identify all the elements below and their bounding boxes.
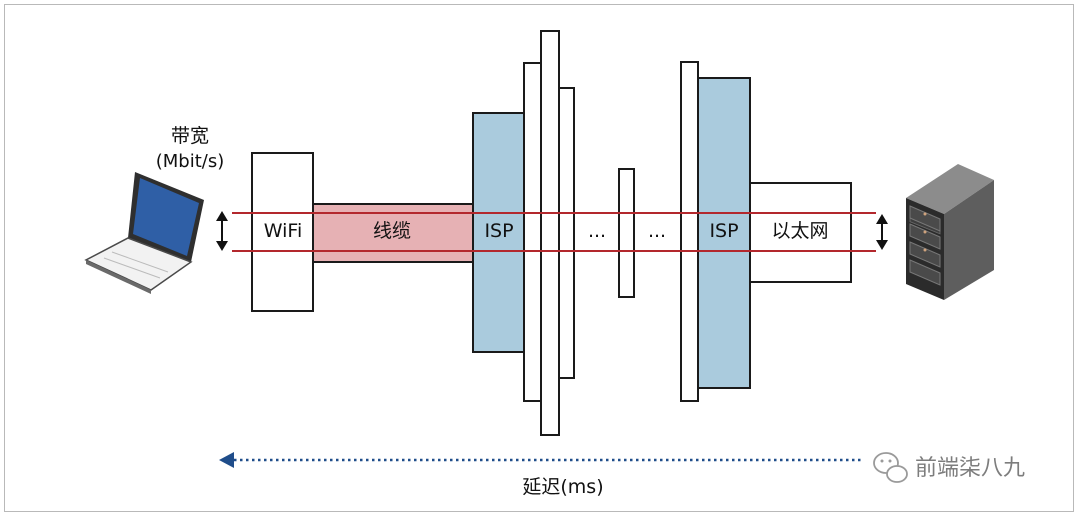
dots-label-2: ... — [647, 220, 667, 242]
wifi-hop — [251, 152, 314, 312]
cable-label: 线缆 — [372, 220, 412, 242]
isp-left-label: ISP — [484, 220, 514, 242]
dots-label-1: ... — [587, 220, 607, 242]
ethernet-label: 以太网 — [771, 220, 829, 242]
bandwidth-label: 带宽 — [170, 125, 210, 147]
middle-hop — [618, 168, 635, 298]
bandwidth-unit: (Mbit/s) — [155, 151, 225, 172]
isp-right-label: ISP — [709, 220, 739, 242]
wifi-label: WiFi — [263, 220, 303, 242]
isp-left-hop — [472, 112, 525, 353]
latency-label: 延迟(ms) — [522, 476, 604, 498]
isp-right-hop — [697, 77, 751, 389]
watermark-text: 前端柒八九 — [915, 456, 1026, 481]
figure-frame — [4, 4, 1074, 512]
